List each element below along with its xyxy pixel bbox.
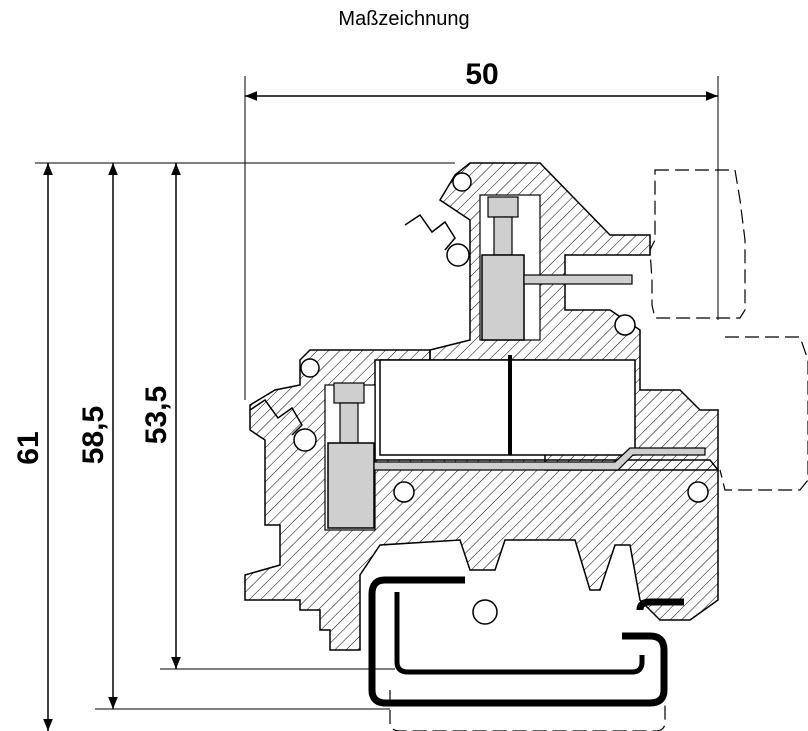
terminal-block-body <box>244 162 719 651</box>
height-dimensions: 61 58,5 53,5 <box>12 162 455 731</box>
height-mid-label: 58,5 <box>77 406 110 464</box>
screw-terminal-lower <box>327 382 375 529</box>
height-inner-label: 53,5 <box>140 386 173 444</box>
height-total-label: 61 <box>12 431 45 464</box>
bus-bars <box>373 274 706 471</box>
screw-terminal-upper <box>481 196 525 341</box>
width-label: 50 <box>465 58 498 91</box>
dashed-rail-outline <box>389 690 666 731</box>
width-dimension: 50 <box>244 58 719 400</box>
din-rail <box>368 576 684 707</box>
drawing-title: Maßzeichnung <box>338 8 470 30</box>
dashed-plug-outlines <box>649 169 808 491</box>
